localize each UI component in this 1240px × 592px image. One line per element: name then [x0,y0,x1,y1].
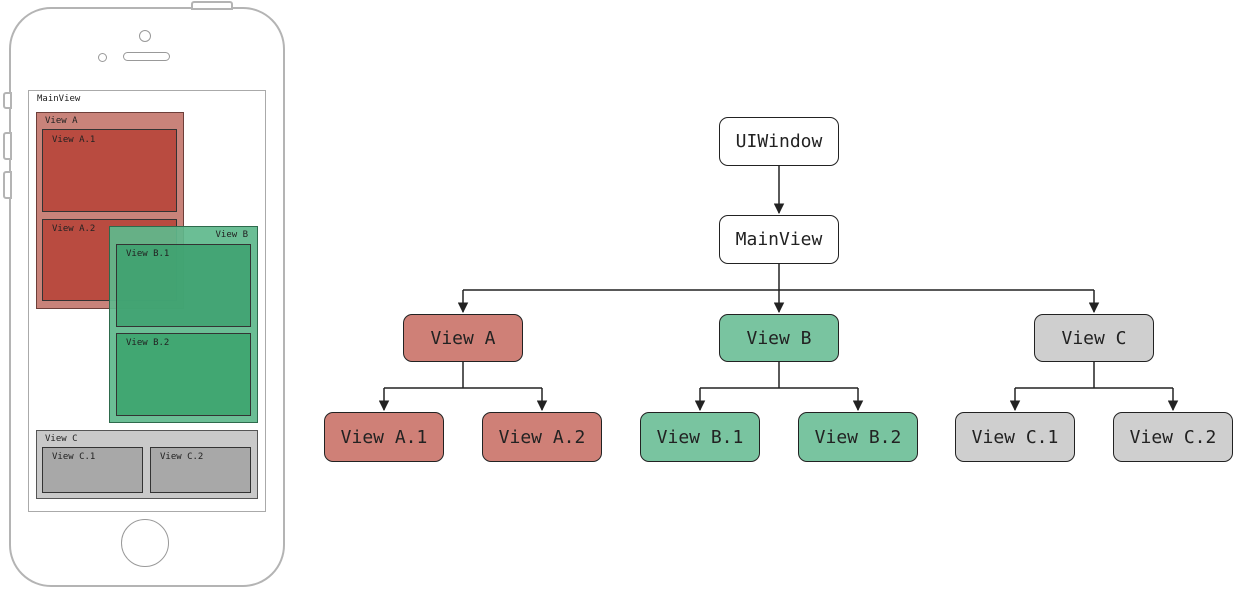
phone-view-b1: View B.1 [116,244,251,327]
phone-view-a1: View A.1 [42,129,177,212]
view-c2-label: View C.2 [160,452,204,462]
node-view-b: View B [719,314,839,362]
node-view-a2: View A.2 [482,412,602,462]
node-view-b1: View B.1 [640,412,760,462]
phone-camera [139,30,151,42]
view-a1-label: View A.1 [52,135,96,145]
view-c1-label: View C.1 [52,452,96,462]
node-view-c: View C [1034,314,1154,362]
view-a-label: View A [45,116,78,126]
node-view-c2: View C.2 [1113,412,1233,462]
view-b-label: View B [215,230,248,240]
node-view-b2: View B.2 [798,412,918,462]
view-b2-label: View B.2 [126,338,170,348]
phone-home-button [121,519,169,567]
view-c-label: View C [45,434,78,444]
node-mainview: MainView [719,215,839,264]
node-view-a: View A [403,314,523,362]
node-view-c1: View C.1 [955,412,1075,462]
phone-volume-up-button [3,132,12,160]
phone-view-c2: View C.2 [150,447,251,493]
view-b1-label: View B.1 [126,249,170,259]
phone-sensor [98,53,107,62]
node-uiwindow: UIWindow [719,117,839,166]
phone-mute-switch [3,92,12,109]
mainview-label: MainView [37,94,81,104]
phone-speaker [123,52,170,61]
phone-view-b2: View B.2 [116,333,251,416]
phone-power-button [191,1,233,10]
phone-view-c1: View C.1 [42,447,143,493]
node-view-a1: View A.1 [324,412,444,462]
phone-volume-down-button [3,171,12,199]
view-a2-label: View A.2 [52,224,96,234]
